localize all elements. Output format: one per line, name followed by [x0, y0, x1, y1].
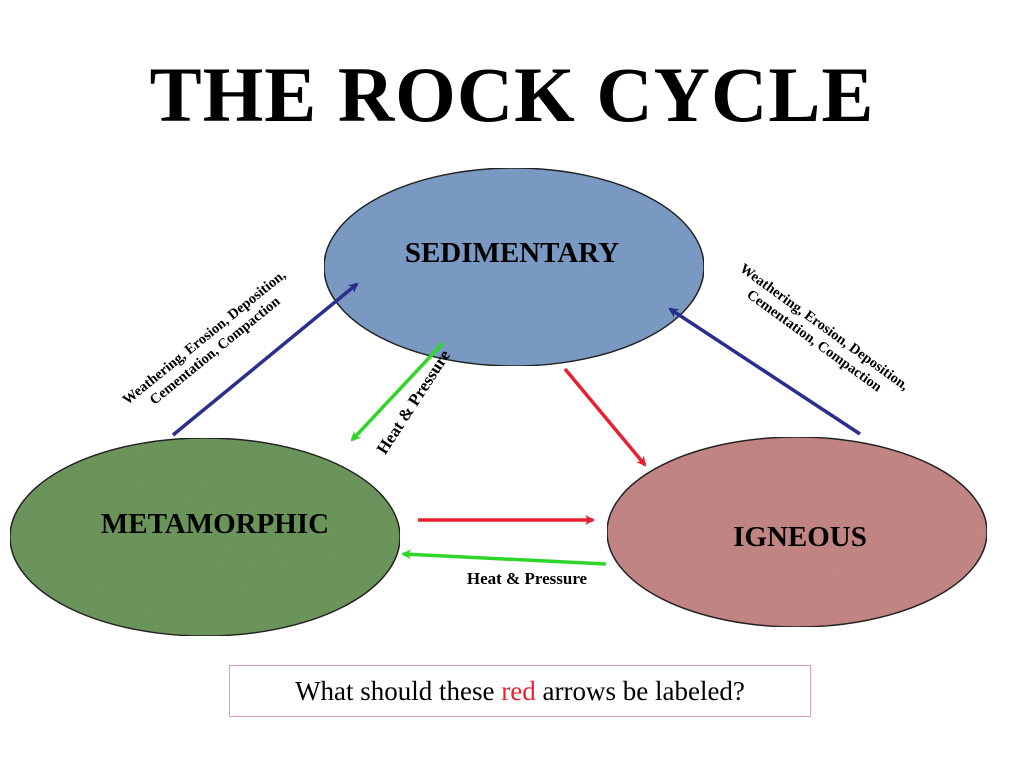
sedimentary-node	[323, 167, 705, 367]
sedimentary-to-metamorphic-arrow	[350, 341, 445, 442]
igneous-label: IGNEOUS	[733, 521, 867, 553]
bottom-heat-pressure-label: Heat & Pressure	[467, 569, 588, 588]
question-text-red: red	[501, 676, 536, 706]
right-weathering-label: Weathering, Erosion, Deposition, Cementa…	[737, 261, 912, 396]
question-text-start: What should these	[295, 676, 502, 706]
sedimentary-label: SEDIMENTARY	[405, 237, 619, 269]
question-box: What should these red arrows be labeled?	[229, 665, 811, 717]
sedimentary-to-igneous-arrow	[563, 367, 647, 467]
igneous-node	[606, 436, 988, 628]
diagonal-heat-pressure-label: Heat & Pressure	[373, 346, 455, 458]
svg-text:Cementation, Compaction: Cementation, Compaction	[147, 293, 284, 408]
metamorphic-to-sedimentary-arrow	[171, 282, 359, 437]
igneous-to-metamorphic-arrow	[401, 549, 607, 566]
svg-text:Weathering, Erosion, Depositio: Weathering, Erosion, Deposition,	[737, 261, 912, 395]
page-title: THE ROCK CYCLE	[149, 51, 875, 138]
svg-text:Cementation, Compaction: Cementation, Compaction	[744, 287, 885, 396]
question-text-end: arrows be labeled?	[535, 676, 745, 706]
svg-text:Weathering, Erosion, Depositio: Weathering, Erosion, Deposition,	[120, 267, 289, 409]
left-weathering-label: Weathering, Erosion, Deposition, Cementa…	[120, 267, 289, 409]
metamorphic-label: METAMORPHIC	[101, 508, 329, 540]
igneous-to-sedimentary-arrow	[668, 307, 861, 436]
metamorphic-node	[9, 437, 401, 637]
